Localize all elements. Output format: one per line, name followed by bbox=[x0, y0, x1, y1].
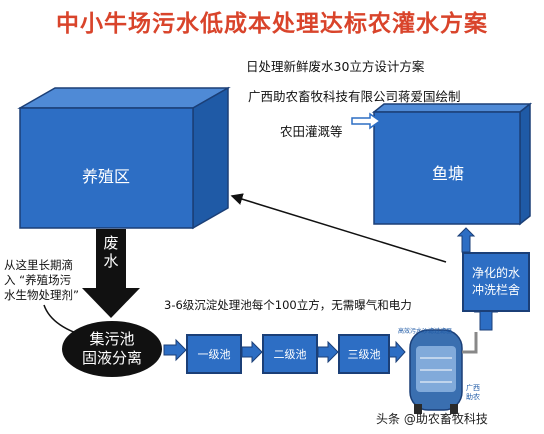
arrow-tank2-to-tank3 bbox=[317, 340, 339, 364]
irrigation-arrow bbox=[351, 112, 382, 130]
farm-area-label: 养殖区 bbox=[82, 167, 131, 186]
waste-water-arrow bbox=[82, 229, 140, 318]
settling-note: 3-6级沉淀处理池每个100立方，无需曝气和电力 bbox=[164, 298, 412, 312]
arrow-tank3-to-filter bbox=[387, 340, 406, 364]
filter-label: 高效污水沙滤过滤器 bbox=[398, 328, 453, 335]
irrigation-label: 农田灌溉等 bbox=[280, 124, 343, 139]
arrow-clean-to-pond bbox=[456, 227, 476, 253]
page-title: 中小牛场污水低成本处理达标农灌水方案 bbox=[56, 11, 488, 37]
fish-pond-label: 鱼塘 bbox=[432, 164, 465, 183]
author-credit: 广西助农畜牧科技有限公司蒋爱国绘制 bbox=[248, 89, 461, 104]
collection-pool bbox=[62, 321, 162, 377]
fish-pond-box bbox=[371, 102, 533, 226]
sand-filter-tank bbox=[409, 329, 478, 414]
subtitle: 日处理新鲜废水30立方设计方案 bbox=[246, 59, 425, 74]
dosing-note: 从这里长期滴 入 “养殖场污 水生物处理剂” bbox=[4, 258, 79, 302]
farm-area-box bbox=[17, 86, 231, 230]
arrow-pool-to-tank1 bbox=[163, 338, 187, 362]
tank-level-2: 二级池 bbox=[262, 334, 318, 374]
tank-level-3: 三级池 bbox=[338, 334, 390, 374]
tank-level-1: 一级池 bbox=[186, 334, 242, 374]
filter-brand: 广西 助农 bbox=[466, 384, 480, 401]
arrow-tank1-to-tank2 bbox=[241, 340, 263, 364]
watermark: 头条 @助农畜牧科技 bbox=[376, 412, 488, 426]
clean-water-box: 净化的水 冲洗栏舍 bbox=[462, 252, 530, 312]
arrow-clean-to-farm bbox=[230, 193, 447, 263]
collection-pool-label: 集污池 固液分离 bbox=[81, 330, 142, 367]
waste-water-label: 废 水 bbox=[103, 234, 119, 270]
